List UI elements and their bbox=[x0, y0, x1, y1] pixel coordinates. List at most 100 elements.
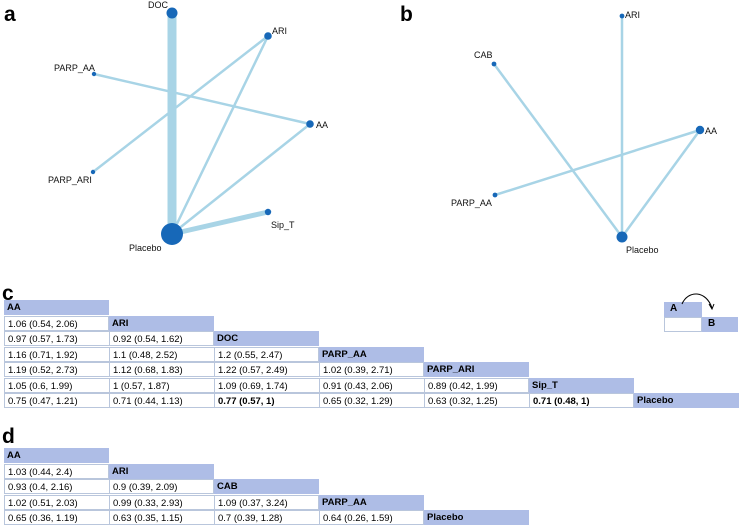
league-c-cell: 0.65 (0.32, 1.29) bbox=[319, 393, 424, 408]
league-d-cell: 0.99 (0.33, 2.93) bbox=[109, 494, 214, 510]
league-c-row: 1.16 (0.71, 1.92)1.1 (0.48, 2.52)1.2 (0.… bbox=[4, 346, 424, 362]
legend-arrow-icon bbox=[681, 293, 715, 311]
league-c-cell: 1 (0.57, 1.87) bbox=[109, 377, 214, 393]
league-d-cell: 0.7 (0.39, 1.28) bbox=[214, 510, 319, 525]
network-b-node-aa bbox=[695, 125, 705, 135]
league-c-cell: 0.77 (0.57, 1) bbox=[214, 393, 319, 408]
league-c-row: 0.75 (0.47, 1.21)0.71 (0.44, 1.13)0.77 (… bbox=[4, 393, 739, 408]
network-a-node-label-parp-aa: PARP_AA bbox=[54, 63, 95, 73]
league-d-cell: 1.02 (0.51, 2.03) bbox=[4, 494, 109, 510]
panel-letter-b: b bbox=[400, 3, 413, 26]
league-c-cell: 1.16 (0.71, 1.92) bbox=[4, 346, 109, 362]
legend-box-b: B bbox=[702, 317, 738, 332]
league-d-cell: 0.64 (0.26, 1.59) bbox=[319, 510, 424, 525]
network-b-node-ari bbox=[619, 13, 625, 19]
league-c-cell: 1.12 (0.68, 1.83) bbox=[109, 362, 214, 377]
league-c-cell: 1.05 (0.6, 1.99) bbox=[4, 377, 109, 393]
league-d-header-placebo: Placebo bbox=[424, 510, 529, 525]
network-b-node-placebo bbox=[616, 231, 628, 243]
league-d-header-parp-aa: PARP_AA bbox=[319, 494, 424, 510]
league-c-cell: 1.22 (0.57, 2.49) bbox=[214, 362, 319, 377]
league-d-row: 1.03 (0.44, 2.4)ARI bbox=[4, 463, 214, 479]
league-c-cell: 1.19 (0.52, 2.73) bbox=[4, 362, 109, 377]
league-d-row: 0.93 (0.4, 2.16)0.9 (0.39, 2.09)CAB bbox=[4, 479, 319, 494]
network-b-node-cab bbox=[491, 61, 497, 67]
network-a-node-label-parp-ari: PARP_ARI bbox=[48, 175, 92, 185]
network-b-node-label-parp-aa: PARP_AA bbox=[451, 198, 492, 208]
league-c-header-parp-ari: PARP_ARI bbox=[424, 362, 529, 377]
league-c-cell: 1.09 (0.69, 1.74) bbox=[214, 377, 319, 393]
league-c-cell: 0.97 (0.57, 1.73) bbox=[4, 331, 109, 346]
league-c-row: 1.19 (0.52, 2.73)1.12 (0.68, 1.83)1.22 (… bbox=[4, 362, 529, 377]
network-b-node-label-placebo: Placebo bbox=[626, 245, 659, 255]
league-d-cell: 0.9 (0.39, 2.09) bbox=[109, 479, 214, 494]
network-a-edge-aa-placebo bbox=[171, 123, 311, 235]
league-c-header-placebo: Placebo bbox=[634, 393, 739, 408]
legend-box-a-empty bbox=[664, 317, 702, 332]
network-a-edge-ari-placebo bbox=[170, 35, 270, 235]
league-c-cell: 0.71 (0.48, 1) bbox=[529, 393, 634, 408]
league-d-cell: 0.93 (0.4, 2.16) bbox=[4, 479, 109, 494]
network-a-node-label-doc: DOC bbox=[148, 0, 169, 10]
league-d-cell: 0.63 (0.35, 1.15) bbox=[109, 510, 214, 525]
network-a-edge-parp-aa-aa bbox=[93, 72, 311, 126]
network-b-edge-aa-placebo bbox=[620, 129, 702, 238]
league-c-cell: 1.1 (0.48, 2.52) bbox=[109, 346, 214, 362]
network-a-node-parp-aa bbox=[91, 71, 97, 77]
league-c-row: 0.97 (0.57, 1.73)0.92 (0.54, 1.62)DOC bbox=[4, 331, 319, 346]
network-b-node-label-cab: CAB bbox=[474, 50, 493, 60]
league-c-header-parp-aa: PARP_AA bbox=[319, 346, 424, 362]
league-c-cell: 0.91 (0.43, 2.06) bbox=[319, 377, 424, 393]
league-c-cell: 1.2 (0.55, 2.47) bbox=[214, 346, 319, 362]
league-c-cell: 1.02 (0.39, 2.71) bbox=[319, 362, 424, 377]
network-b-edge-cab-placebo bbox=[492, 63, 624, 238]
league-d-row: AA bbox=[4, 448, 109, 463]
league-c-header-ari: ARI bbox=[109, 315, 214, 331]
panel-letter-c: c bbox=[2, 282, 14, 305]
league-d-cell: 0.65 (0.36, 1.19) bbox=[4, 510, 109, 525]
league-c-row: AA bbox=[4, 300, 109, 315]
network-a-node-placebo bbox=[161, 223, 183, 245]
league-d-header-cab: CAB bbox=[214, 479, 319, 494]
league-d-header-aa: AA bbox=[4, 448, 109, 463]
network-b-edge-parp-aa-aa bbox=[494, 128, 701, 197]
league-c-header-doc: DOC bbox=[214, 331, 319, 346]
legend-label-a: A bbox=[670, 303, 678, 314]
network-a-node-ari bbox=[264, 32, 272, 40]
network-a-node-label-aa: AA bbox=[316, 120, 328, 130]
network-a-node-parp-ari bbox=[90, 169, 96, 175]
network-b-node-label-ari: ARI bbox=[625, 10, 640, 20]
league-d-row: 0.65 (0.36, 1.19)0.63 (0.35, 1.15)0.7 (0… bbox=[4, 510, 529, 525]
network-a-edge-sip-t-placebo bbox=[171, 209, 269, 237]
network-a-node-label-placebo: Placebo bbox=[129, 243, 162, 253]
network-a-edge-ari-parp-ari bbox=[92, 35, 269, 173]
panel-letter-a: a bbox=[4, 3, 16, 26]
league-c-cell: 1.06 (0.54, 2.06) bbox=[4, 315, 109, 331]
league-d-cell: 1.09 (0.37, 3.24) bbox=[214, 494, 319, 510]
network-a-node-label-sip-t: Sip_T bbox=[271, 220, 295, 230]
network-b-node-parp-aa bbox=[492, 192, 498, 198]
league-d-row: 1.02 (0.51, 2.03)0.99 (0.33, 2.93)1.09 (… bbox=[4, 494, 424, 510]
legend-label-b: B bbox=[708, 318, 716, 329]
league-c-cell: 0.89 (0.42, 1.99) bbox=[424, 377, 529, 393]
league-c-header-aa: AA bbox=[4, 300, 109, 315]
legend-box-a: A bbox=[664, 302, 702, 317]
panel-letter-d: d bbox=[2, 425, 15, 448]
network-a-node-sip-t bbox=[264, 208, 272, 216]
league-c-row: 1.06 (0.54, 2.06)ARI bbox=[4, 315, 214, 331]
network-b-node-label-aa: AA bbox=[705, 126, 717, 136]
network-diagrams: DOC ARI PARP_AA AA PARP_ARI Sip_T Placebo ARI C… bbox=[48, 0, 717, 255]
league-c-cell: 0.75 (0.47, 1.21) bbox=[4, 393, 109, 408]
league-c-cell: 0.63 (0.32, 1.25) bbox=[424, 393, 529, 408]
league-c-cell: 0.71 (0.44, 1.13) bbox=[109, 393, 214, 408]
comparison-legend: A B bbox=[664, 292, 740, 332]
league-d-header-ari: ARI bbox=[109, 463, 214, 479]
league-c-row: 1.05 (0.6, 1.99)1 (0.57, 1.87)1.09 (0.69… bbox=[4, 377, 634, 393]
network-b: ARI CAB AA PARP_AA Placebo bbox=[451, 10, 717, 255]
league-d-cell: 1.03 (0.44, 2.4) bbox=[4, 463, 109, 479]
league-c-header-sip-t: Sip_T bbox=[529, 377, 634, 393]
league-c-cell: 0.92 (0.54, 1.62) bbox=[109, 331, 214, 346]
